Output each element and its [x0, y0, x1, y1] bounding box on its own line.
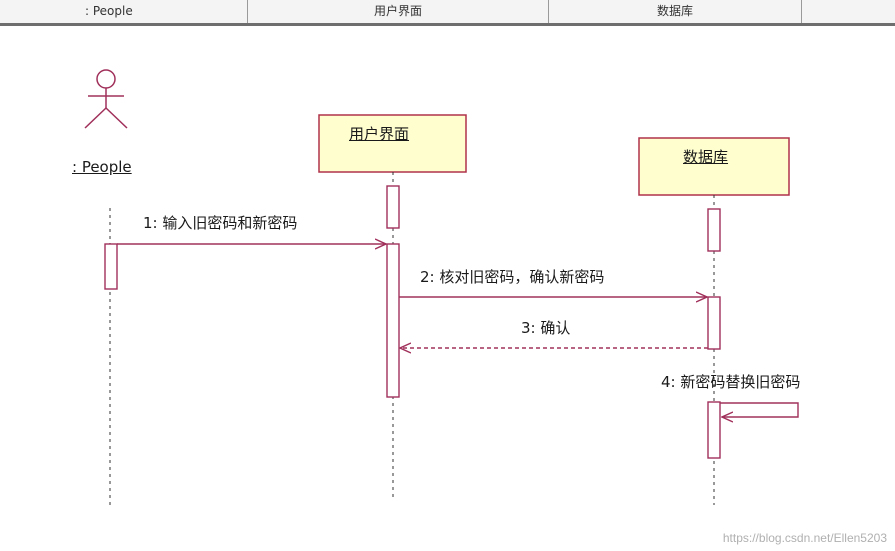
activation-db-top — [707, 208, 721, 252]
object-box-ui[interactable] — [318, 114, 467, 173]
actor-figure[interactable] — [84, 69, 128, 129]
object-label-ui: 用户界面 — [349, 125, 410, 143]
message-arrow-4-self[interactable] — [720, 402, 799, 417]
object-label-db: 数据库 — [683, 148, 729, 166]
watermark: https://blog.csdn.net/Ellen5203 — [722, 531, 887, 545]
message-label-4: 4: 新密码替换旧密码 — [661, 373, 801, 391]
actor-head — [96, 69, 116, 89]
message-label-1: 1: 输入旧密码和新密码 — [143, 214, 298, 232]
actor-label: : People — [72, 158, 132, 176]
header-bar: : People 用户界面 数据库 — [0, 0, 895, 26]
activation-db-bottom — [707, 401, 721, 459]
activation-db-mid — [707, 296, 721, 350]
object-box-db[interactable] — [638, 137, 790, 196]
header-column-db[interactable]: 数据库 — [549, 0, 802, 23]
actor-left-leg — [84, 107, 107, 129]
header-column-people[interactable]: : People — [0, 0, 248, 23]
message-label-2: 2: 核对旧密码，确认新密码 — [420, 268, 605, 286]
message-label-3: 3: 确认 — [521, 319, 571, 337]
actor-right-leg — [105, 107, 128, 129]
activation-ui-main — [386, 243, 400, 398]
activation-people — [104, 243, 118, 290]
activation-ui-top — [386, 185, 400, 229]
header-column-ui[interactable]: 用户界面 — [248, 0, 549, 23]
